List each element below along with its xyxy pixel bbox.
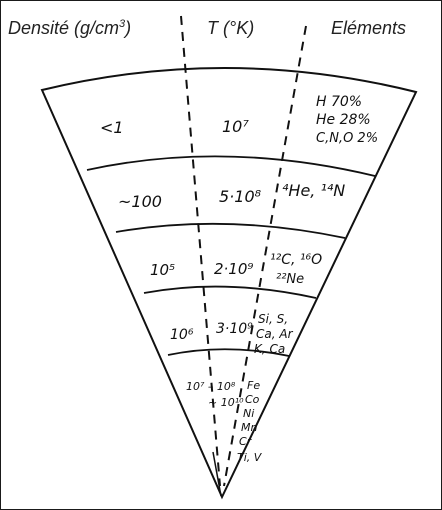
layer5-element-6: Ti, V	[237, 451, 263, 464]
layer3-element-2: ²²Ne	[276, 272, 304, 287]
center-arrow	[212, 451, 222, 497]
layer1-element-3: C,N,O 2%	[316, 131, 378, 146]
wedge-outline	[40, 67, 418, 500]
layer1-density: <1	[100, 118, 124, 137]
layer1-element-2: He 28%	[316, 112, 371, 128]
layer4-element-2: Ca, Ar	[256, 327, 294, 341]
layer1-temperature: 10⁷	[222, 117, 249, 136]
temperature-header: T (°K)	[207, 18, 255, 38]
layer3-density: 10⁵	[150, 261, 175, 279]
layer2-density: ~100	[118, 192, 162, 211]
layer5-element-1: Fe	[247, 379, 260, 392]
boundary-2-3	[115, 222, 346, 239]
boundary-1-2	[86, 155, 376, 177]
elements-header: Eléments	[331, 18, 407, 38]
layer5-element-5: Cr	[239, 435, 253, 448]
boundary-3-4	[143, 285, 317, 299]
layer2-element-1: ⁴He, ¹⁴N	[282, 181, 345, 200]
divider-right	[223, 25, 307, 487]
layer4-density: 10⁶	[170, 327, 194, 343]
layer3-temperature: 2·10⁹	[214, 260, 253, 278]
layer1-element-1: H 70%	[316, 94, 362, 110]
layer5-element-3: Ni	[243, 407, 254, 420]
layer5-density: 10⁷ – 10⁸	[186, 380, 236, 393]
layer4-temperature: 3·10⁹	[216, 321, 253, 337]
density-header: Densité (g/cm3)	[8, 18, 132, 38]
layer5-element-2: Co	[245, 393, 260, 406]
layer4-element-3: K, Ca	[254, 342, 285, 356]
layer3-element-1: ¹²C, ¹⁶O	[270, 252, 322, 268]
layer2-temperature: 5·10⁸	[219, 187, 262, 206]
boundary-4-5	[167, 348, 290, 357]
layer4-element-1: Si, S,	[258, 312, 288, 326]
layer5-temperature: ~ 10¹⁰	[208, 396, 244, 409]
layer5-element-4: Mn	[241, 421, 257, 434]
